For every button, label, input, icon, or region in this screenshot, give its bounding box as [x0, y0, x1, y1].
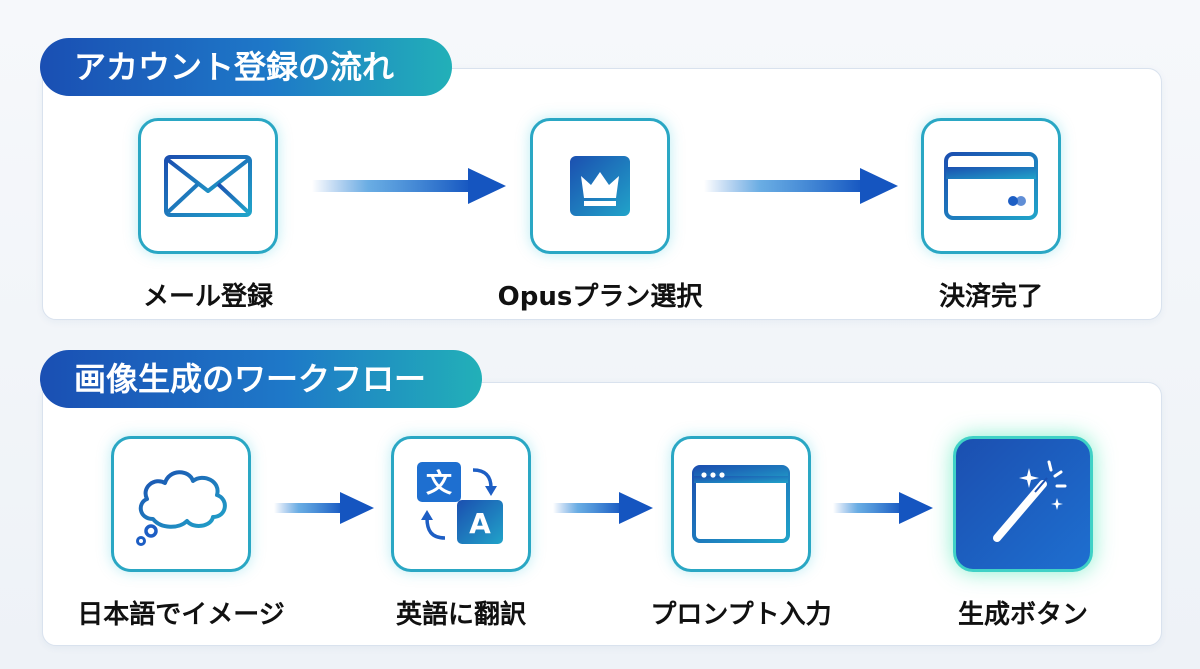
- arrow-right-icon: [704, 168, 898, 204]
- step-imagine-japanese: 日本語でイメージ: [56, 436, 306, 631]
- chip-icon-box: [530, 118, 670, 254]
- arrow-right-icon: [312, 168, 506, 204]
- arrow-right-icon: [553, 492, 653, 524]
- browser-window-icon: [692, 465, 790, 543]
- svg-text:A: A: [469, 507, 491, 540]
- arrow-right-icon: [274, 492, 374, 524]
- mail-icon: [164, 155, 252, 217]
- magic-wand-icon: [993, 460, 1067, 542]
- step-label: Opusプラン選択: [497, 282, 703, 312]
- step-plan-select: Opusプラン選択: [475, 118, 725, 313]
- step-label: メール登録: [142, 282, 273, 312]
- thought-bubble-icon: [136, 470, 227, 546]
- image-workflow-title: 画像生成のワークフロー: [40, 350, 482, 408]
- svg-text:文: 文: [426, 468, 453, 499]
- translate-icon: 文 A: [417, 462, 503, 544]
- step-label: 英語に翻訳: [395, 600, 526, 630]
- magic-wand-icon-box: [953, 436, 1093, 572]
- card-icon-box: [921, 118, 1061, 254]
- arrow-right-icon: [833, 492, 933, 524]
- translate-icon-box: 文 A: [391, 436, 531, 572]
- step-label: 生成ボタン: [957, 600, 1088, 630]
- registration-flow-title: アカウント登録の流れ: [40, 38, 452, 96]
- chip-crown-icon: [556, 142, 644, 230]
- step-translate-english: 文 A 英語に翻訳: [336, 436, 586, 631]
- credit-card-icon: [944, 152, 1038, 220]
- thought-icon-box: [111, 436, 251, 572]
- step-payment-complete: 決済完了: [866, 118, 1116, 313]
- step-label: 日本語でイメージ: [77, 600, 285, 630]
- step-generate-button: 生成ボタン: [898, 436, 1148, 631]
- mail-icon-box: [138, 118, 278, 254]
- step-prompt-input: プロンプト入力: [616, 436, 866, 631]
- step-mail-register: メール登録: [83, 118, 333, 313]
- step-label: 決済完了: [938, 282, 1043, 312]
- step-label: プロンプト入力: [650, 600, 832, 630]
- window-icon-box: [671, 436, 811, 572]
